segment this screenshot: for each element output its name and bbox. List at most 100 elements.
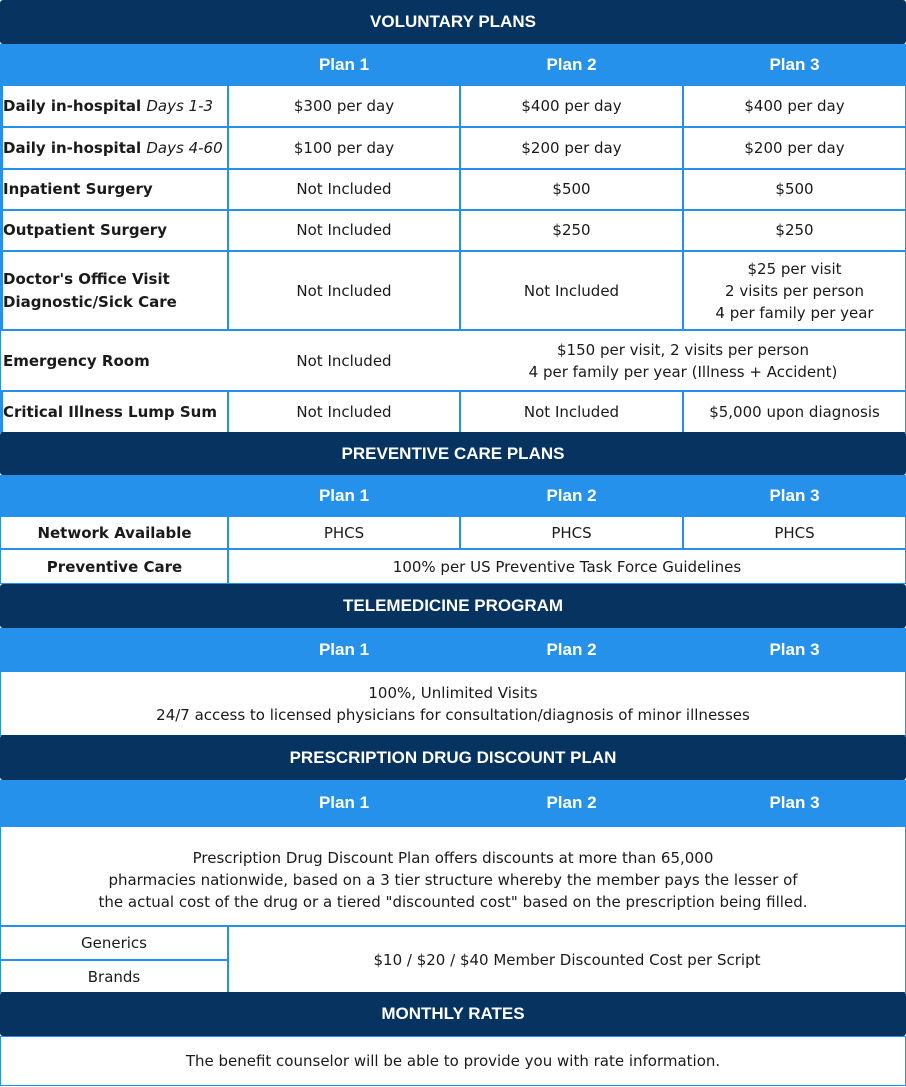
- divider: [227, 86, 229, 432]
- divider: [227, 927, 229, 992]
- plan-1-value: Not Included: [296, 351, 392, 370]
- telemedicine-value: 100%, Unlimited Visits 24/7 access to li…: [156, 683, 750, 724]
- section-title: PRESCRIPTION DRUG DISCOUNT PLAN: [289, 747, 617, 767]
- plan-1-value: $300 per day: [293, 97, 395, 115]
- plan-2-header: Plan 2: [546, 639, 597, 659]
- divider: [682, 517, 684, 548]
- plan-2-value: Not Included: [523, 403, 620, 421]
- preventive-table: Network Available PHCS PHCS PHCS Prevent…: [0, 516, 906, 584]
- plan-2-value: $500: [552, 180, 591, 198]
- plan-2-value: Not Included: [523, 281, 620, 300]
- plan-3-value: $25 per visit 2 visits per person 4 per …: [715, 259, 874, 322]
- plan-1-value: $100 per day: [293, 138, 395, 157]
- table-row: Outpatient Surgery Not Included $250 $25…: [1, 211, 905, 249]
- section-header-prescription: PRESCRIPTION DRUG DISCOUNT PLAN: [0, 735, 906, 780]
- divider: [459, 86, 461, 432]
- table-row: Critical Illness Lump Sum Not Included N…: [1, 392, 905, 432]
- voluntary-table: Daily in-hospital Days 1-3 $300 per day …: [0, 85, 906, 433]
- plan-2-value: PHCS: [551, 523, 592, 542]
- prescription-description: Prescription Drug Discount Plan offers d…: [98, 849, 808, 911]
- plan-1-header: Plan 1: [318, 485, 370, 505]
- plan-1-header: Plan 1: [318, 54, 370, 74]
- divider: [682, 86, 684, 432]
- generics-label: Generics: [81, 934, 147, 952]
- table-row: Daily in-hospital Days 4-60 $100 per day…: [1, 128, 905, 167]
- plan-3-value: $5,000 upon diagnosis: [709, 403, 880, 421]
- plan-1-value: Not Included: [296, 281, 392, 300]
- section-title: MONTHLY RATES: [381, 1004, 525, 1023]
- monthly-rates-table: The benefit counselor will be able to pr…: [0, 1036, 906, 1086]
- plan-3-header: Plan 3: [769, 793, 820, 812]
- divider: [1, 126, 905, 128]
- telemedicine-table: 100%, Unlimited Visits 24/7 access to li…: [0, 671, 906, 736]
- section-header-voluntary: VOLUNTARY PLANS: [0, 0, 906, 44]
- plan-1-value: PHCS: [323, 523, 365, 542]
- monthly-rates-value: The benefit counselor will be able to pr…: [185, 1052, 721, 1070]
- plan-2-value: $250: [552, 221, 591, 239]
- plan-header-row: Plan 1 Plan 2 Plan 3: [0, 475, 906, 516]
- row-label: Outpatient Surgery: [3, 221, 167, 239]
- plan-3-value: $250: [775, 221, 814, 239]
- plan-3-header: Plan 3: [769, 639, 820, 659]
- preventive-care-value: 100% per US Preventive Task Force Guidel…: [392, 557, 742, 576]
- section-title: PREVENTIVE CARE PLANS: [341, 443, 565, 463]
- table-row: Network Available PHCS PHCS PHCS: [1, 517, 905, 548]
- row-label: Daily in-hospital Days 1-3: [1, 86, 228, 126]
- divider: [1, 925, 905, 927]
- plan-2-value: $400 per day: [521, 97, 622, 115]
- brands-label: Brands: [87, 967, 141, 986]
- section-title: VOLUNTARY PLANS: [370, 12, 536, 31]
- divider: [1, 250, 905, 252]
- row-label: Inpatient Surgery: [3, 180, 153, 198]
- plan-2-header: Plan 2: [546, 485, 597, 505]
- row-label: Daily in-hospital Days 4-60: [1, 128, 228, 167]
- plan-1-header: Plan 1: [318, 793, 370, 812]
- plan-header-row: Plan 1 Plan 2 Plan 3: [0, 44, 906, 85]
- table-row: Daily in-hospital Days 1-3 $300 per day …: [1, 86, 905, 126]
- divider: [1, 86, 3, 432]
- table-row: Generics Brands $10 / $20 / $40 Member D…: [1, 927, 905, 992]
- table-row: Emergency Room Not Included $150 per vis…: [1, 331, 905, 390]
- table-row: Doctor's Office Visit Diagnostic/Sick Ca…: [1, 252, 905, 329]
- prescription-table: Prescription Drug Discount Plan offers d…: [0, 826, 906, 993]
- section-header-telemedicine: TELEMEDICINE PROGRAM: [0, 584, 906, 628]
- plan-2-header: Plan 2: [546, 793, 597, 812]
- plan-3-header: Plan 3: [769, 54, 820, 74]
- row-label: Critical Illness Lump Sum: [3, 403, 217, 421]
- divider: [459, 517, 461, 548]
- row-label: Emergency Room: [3, 351, 150, 370]
- table-row: Inpatient Surgery Not Included $500 $500: [1, 170, 905, 208]
- divider: [1, 209, 905, 211]
- divider: [1, 548, 905, 550]
- divider: [1, 329, 905, 331]
- plan-2-header: Plan 2: [546, 54, 597, 74]
- table-row: Preventive Care 100% per US Preventive T…: [1, 550, 905, 583]
- label-text: Daily in-hospital: [3, 97, 142, 115]
- plan-3-header: Plan 3: [769, 485, 820, 505]
- plan-1-value: Not Included: [296, 221, 392, 239]
- discount-cost-value: $10 / $20 / $40 Member Discounted Cost p…: [373, 950, 761, 969]
- plan-header-row: Plan 1 Plan 2 Plan 3: [0, 628, 906, 671]
- row-label: Preventive Care: [46, 557, 183, 576]
- section-title: TELEMEDICINE PROGRAM: [342, 596, 564, 615]
- label-text: Daily in-hospital: [3, 138, 142, 157]
- row-label: Doctor's Office Visit Diagnostic/Sick Ca…: [3, 269, 177, 311]
- plan-2-value: $200 per day: [521, 138, 622, 157]
- divider: [227, 517, 229, 583]
- plan-1-value: Not Included: [296, 403, 392, 421]
- plan-3-value: $200 per day: [744, 138, 845, 157]
- section-header-monthly-rates: MONTHLY RATES: [0, 992, 906, 1036]
- plan-3-value: PHCS: [774, 523, 815, 542]
- label-qualifier: Days 4-60: [146, 138, 223, 157]
- label-qualifier: Days 1-3: [146, 97, 214, 115]
- plan-1-value: Not Included: [296, 180, 392, 198]
- divider: [1, 168, 905, 170]
- plan-1-header: Plan 1: [318, 639, 370, 659]
- divider: [1, 959, 227, 961]
- plan-header-row: Plan 1 Plan 2 Plan 3: [0, 780, 906, 826]
- divider: [1, 390, 905, 392]
- table-row: Prescription Drug Discount Plan offers d…: [1, 827, 905, 925]
- row-label: Network Available: [37, 523, 192, 542]
- plan-3-value: $400 per day: [744, 97, 845, 115]
- section-header-preventive: PREVENTIVE CARE PLANS: [0, 432, 906, 475]
